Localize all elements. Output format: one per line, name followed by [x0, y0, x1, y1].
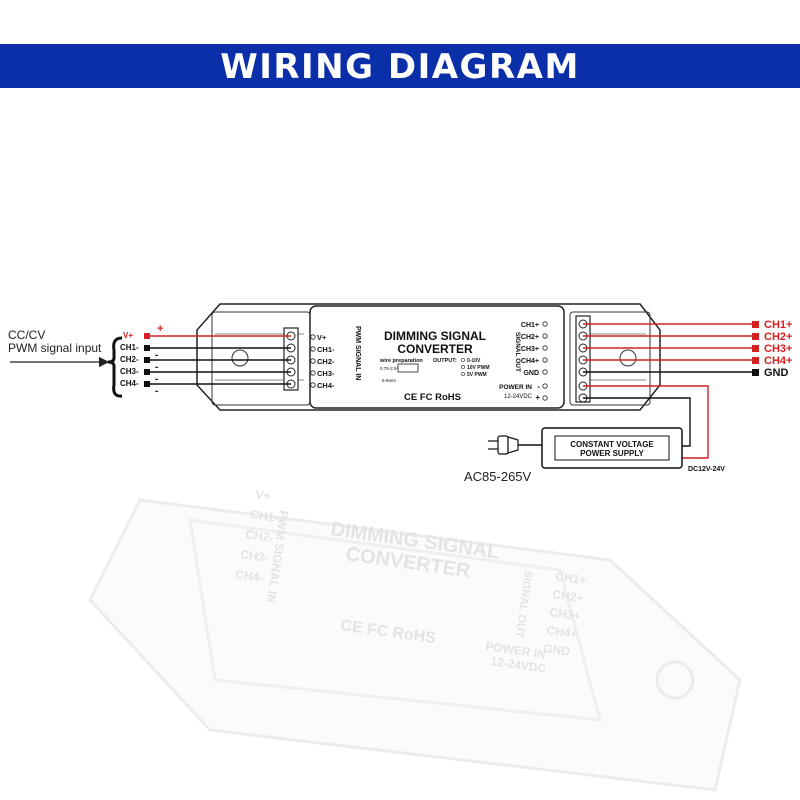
reflection-in-1: CH1-	[250, 507, 280, 525]
label-panel	[309, 305, 565, 409]
output-terminal-block	[575, 315, 591, 403]
out-label-ch1: CH1+	[521, 322, 539, 329]
out-label-ch3: CH3+	[521, 346, 539, 353]
psu-label-2: POWER SUPPLY	[580, 449, 644, 458]
power-in-label: POWER IN	[499, 384, 532, 391]
out-ch1-label: CH1+	[764, 319, 792, 331]
power-supply: CONSTANT VOLTAGE POWER SUPPLY	[541, 427, 683, 469]
signal-out-label: SIGNAL OUT	[514, 332, 521, 372]
in-label-ch1: CH1-	[317, 345, 335, 354]
reflection-out-3: CH4+	[546, 623, 579, 641]
reflection-in-4: CH4-	[235, 567, 265, 585]
out-ch3-label: CH3+	[764, 343, 792, 355]
ac-voltage-label: AC85-265V	[464, 469, 532, 484]
svg-text:-: -	[155, 350, 158, 361]
psu-label-1: CONSTANT VOLTAGE	[570, 440, 654, 449]
in-label-ch4: CH4-	[317, 381, 335, 390]
reflection-in-2: CH2-	[245, 527, 275, 545]
device-reflection	[88, 498, 742, 792]
input-terminal-block	[283, 327, 299, 391]
out-gnd-label: GND	[764, 367, 789, 379]
label-terminal-circles	[310, 321, 548, 401]
output-opt-1: 10V PWM	[467, 365, 490, 371]
reflection-out-0: CH1+	[555, 569, 588, 587]
in-wire-label-ch1: CH1-	[120, 343, 139, 352]
reflection-out-1: CH2+	[552, 587, 585, 605]
reflection-out-2: CH3+	[549, 605, 582, 623]
in-label-v: V+	[317, 333, 327, 342]
in-wire-label-ch3: CH3-	[120, 367, 139, 376]
dc-voltage-label: DC12V-24V	[688, 466, 725, 473]
device-title-2: CONVERTER	[397, 342, 473, 356]
input-label-2: PWM signal input	[8, 341, 102, 355]
in-wire-label-ch2: CH2-	[120, 355, 139, 364]
svg-text:-: -	[155, 386, 158, 397]
input-label-1: CC/CV	[8, 328, 45, 342]
in-wire-label-ch4: CH4-	[120, 379, 139, 388]
input-wires	[144, 333, 291, 387]
reflection-in-3: CH3-	[240, 547, 270, 565]
plus-sign: +	[157, 323, 163, 335]
header-banner: WIRING DIAGRAM	[0, 44, 800, 88]
out-label-ch2: CH2+	[521, 334, 539, 341]
out-ch2-label: CH2+	[764, 331, 792, 343]
wire-prep-graphic	[397, 363, 419, 373]
power-minus: -	[537, 382, 540, 391]
input-brace	[107, 336, 123, 398]
cert-marks: CE FC RoHS	[404, 392, 461, 403]
power-plus: +	[535, 393, 540, 402]
pwm-signal-in-label: PWM SIGNAL IN	[354, 326, 361, 380]
out-label-gnd: GND	[523, 370, 539, 377]
wire-prep-label: wire preparation	[379, 358, 423, 364]
device-title-1: DIMMING SIGNAL	[384, 329, 486, 343]
wire-dim-1: 0.75-2.5²	[380, 366, 399, 371]
svg-text:-: -	[155, 374, 158, 385]
page-title: WIRING DIAGRAM	[220, 47, 580, 87]
in-wire-label-v: V+	[123, 331, 133, 340]
out-ch4-label: CH4+	[764, 355, 792, 367]
out-label-ch4: CH4+	[521, 358, 539, 365]
power-voltage: 12-24VDC	[504, 394, 533, 400]
output-wires	[583, 321, 759, 459]
reflection-labels: DIMMING SIGNAL CONVERTER PWM SIGNAL IN C…	[235, 487, 588, 676]
output-label: OUTPUT:	[433, 358, 457, 364]
in-label-ch2: CH2-	[317, 357, 335, 366]
reflection-out-4: GND	[543, 641, 572, 659]
mains-plug-icon	[488, 435, 542, 455]
in-label-ch3: CH3-	[317, 369, 335, 378]
output-opt-2: 5V PWM	[467, 372, 487, 378]
svg-text:-: -	[155, 362, 158, 373]
output-opt-0: 0-10V	[467, 358, 481, 364]
wire-dim-2: 5-8mm	[382, 378, 396, 383]
reflection-in-0: V+	[255, 487, 272, 503]
